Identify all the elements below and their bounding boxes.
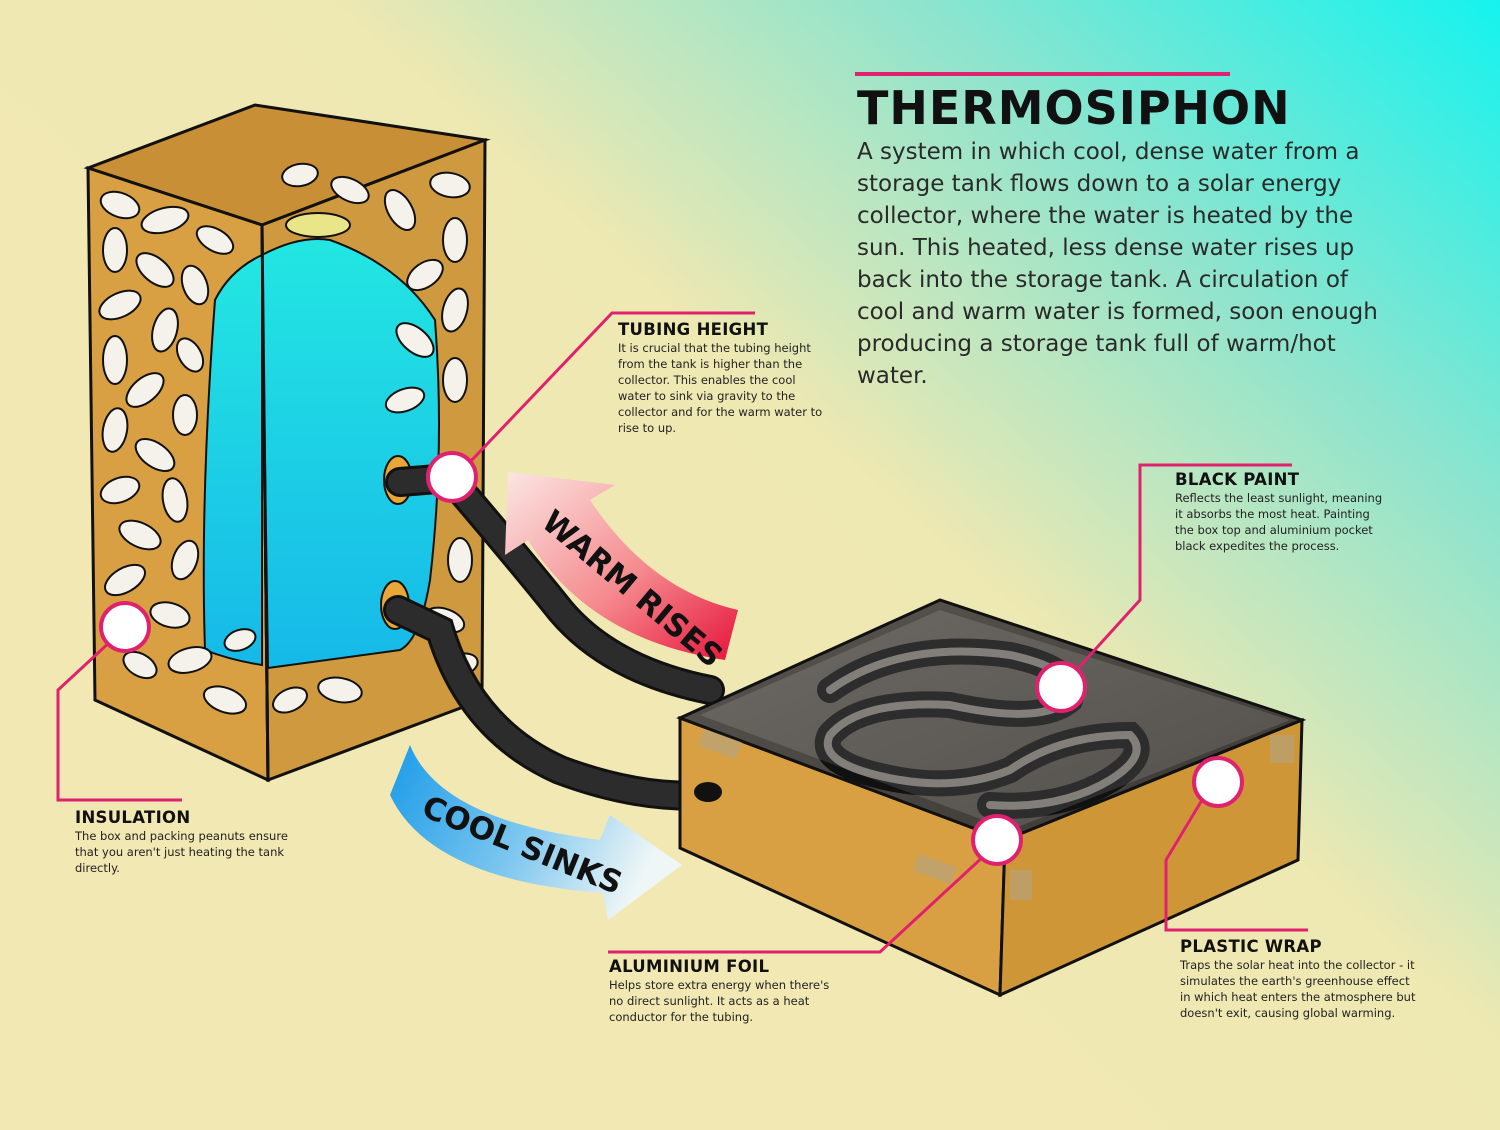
plastic-wrap-marker bbox=[1192, 756, 1244, 808]
callout-text: Traps the solar heat into the collector … bbox=[1180, 958, 1416, 1020]
description: A system in which cool, dense water from… bbox=[857, 139, 1378, 390]
callout-connectors bbox=[56, 311, 1308, 954]
storage-tank-box bbox=[83, 103, 491, 783]
black-paint-marker bbox=[1035, 661, 1087, 713]
callout-tubing-height: TUBING HEIGHT It is crucial that the tub… bbox=[618, 320, 823, 436]
callout-text: Helps store extra energy when there's no… bbox=[609, 978, 830, 1024]
title-block: THERMOSIPHON A system in which cool, den… bbox=[855, 72, 1415, 392]
callout-markers bbox=[99, 451, 1244, 866]
callout-title: PLASTIC WRAP bbox=[1180, 937, 1322, 956]
tubes bbox=[383, 462, 725, 811]
packing-peanuts bbox=[98, 162, 479, 715]
callout-text: It is crucial that the tubing height fro… bbox=[618, 341, 823, 435]
callout-text: Reflects the least sunlight, meaning it … bbox=[1175, 491, 1383, 553]
callout-black-paint: BLACK PAINT Reflects the least sunlight,… bbox=[1175, 470, 1385, 554]
callout-title: BLACK PAINT bbox=[1175, 470, 1300, 489]
bottle-cap bbox=[285, 212, 351, 238]
callout-insulation: INSULATION The box and packing peanuts e… bbox=[75, 808, 290, 876]
tubing-height-marker bbox=[426, 451, 478, 503]
title-rule bbox=[855, 72, 1230, 76]
callout-aluminium-foil: ALUMINIUM FOIL Helps store extra energy … bbox=[609, 957, 844, 1025]
aluminium-foil-marker bbox=[971, 814, 1023, 866]
callout-text: The box and packing peanuts ensure that … bbox=[75, 829, 288, 875]
callout-title: ALUMINIUM FOIL bbox=[609, 957, 770, 976]
callout-title: INSULATION bbox=[75, 808, 191, 827]
callout-title: TUBING HEIGHT bbox=[618, 320, 769, 339]
page-title: THERMOSIPHON bbox=[857, 81, 1291, 135]
callout-plastic-wrap: PLASTIC WRAP Traps the solar heat into t… bbox=[1180, 937, 1420, 1021]
insulation-marker bbox=[99, 601, 151, 653]
